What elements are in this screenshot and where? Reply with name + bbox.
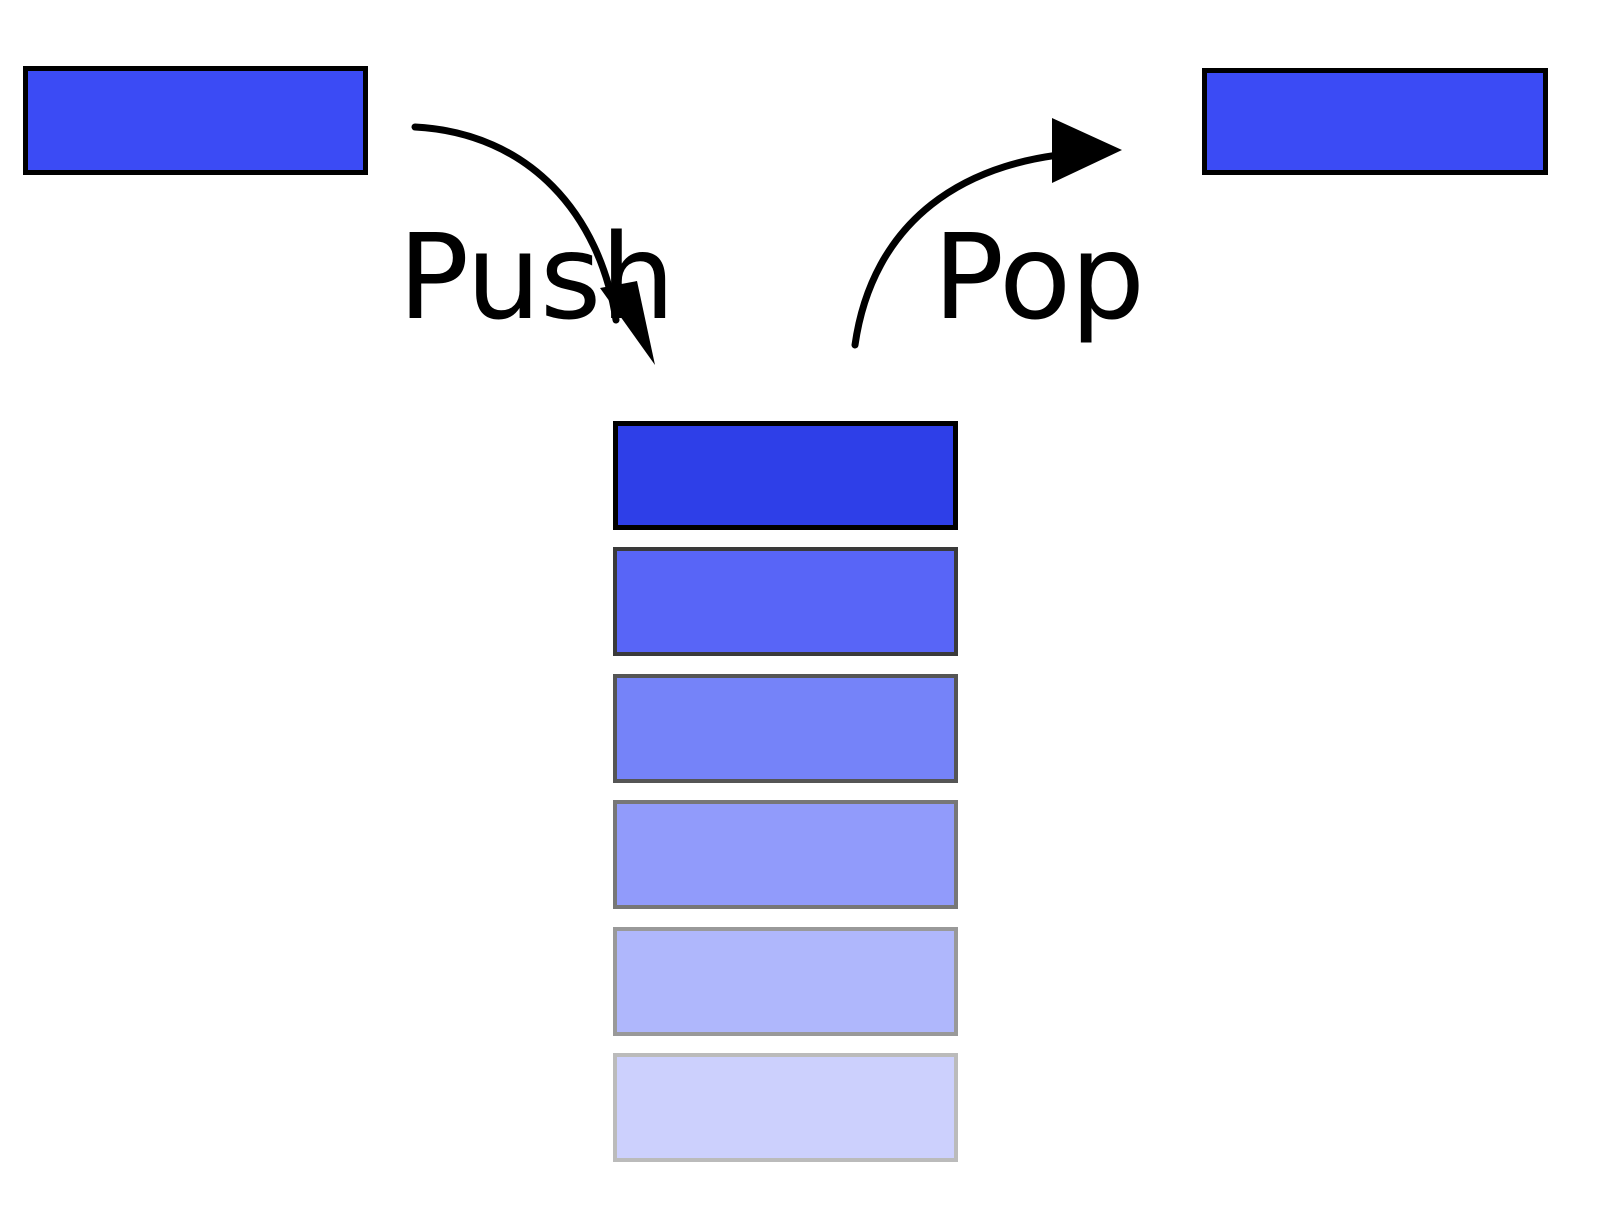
stack-block-2[interactable] xyxy=(613,547,958,656)
outgoing-element-box[interactable] xyxy=(1202,68,1548,175)
stack-block-3[interactable] xyxy=(613,674,958,783)
push-label: Push xyxy=(398,208,675,346)
stack-block-bottom[interactable] xyxy=(613,1053,958,1162)
stack-block-4[interactable] xyxy=(613,800,958,909)
stack-block-top[interactable] xyxy=(613,421,958,530)
incoming-element-box[interactable] xyxy=(23,66,368,175)
stack-block-5[interactable] xyxy=(613,927,958,1036)
pop-label: Pop xyxy=(933,208,1145,346)
